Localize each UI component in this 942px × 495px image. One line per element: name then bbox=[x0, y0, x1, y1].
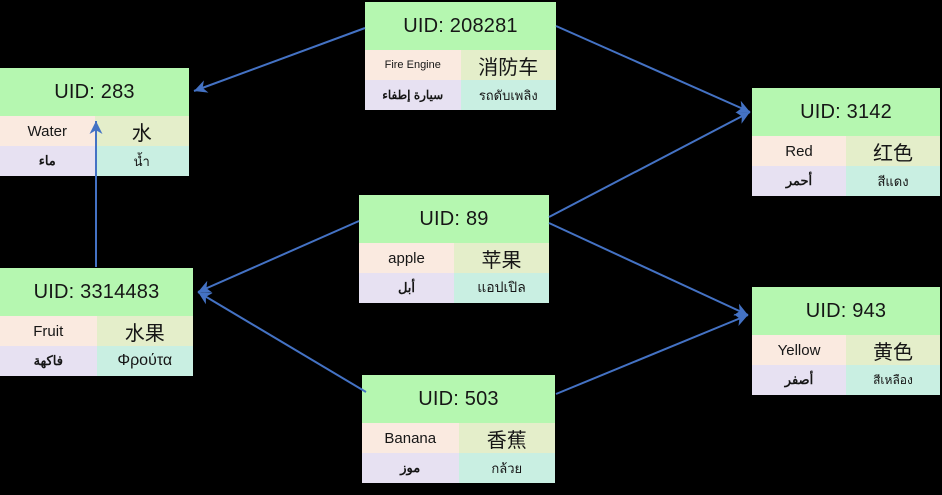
label-arabic: أبل bbox=[359, 273, 454, 303]
label-chinese: 水果 bbox=[96, 316, 193, 346]
uid-header: UID: 503 bbox=[362, 375, 555, 423]
concept-node-89: UID: 89 apple 苹果 أبل แอปเปิล bbox=[359, 195, 549, 303]
label-english: Yellow bbox=[752, 335, 846, 365]
edge-503-3314483 bbox=[197, 291, 367, 393]
translation-grid: Fruit 水果 فاكهة Φρούτα bbox=[0, 316, 193, 376]
label-english: apple bbox=[359, 243, 454, 273]
label-thai: กล้วย bbox=[458, 453, 555, 483]
concept-node-283: UID: 283 Water 水 ماء น้ำ bbox=[0, 68, 189, 176]
translation-grid: Water 水 ماء น้ำ bbox=[0, 116, 189, 176]
translation-grid: Yellow 黄色 أصفر สีเหลือง bbox=[752, 335, 940, 395]
label-thai: สีแดง bbox=[846, 166, 940, 196]
label-arabic: أحمر bbox=[752, 166, 846, 196]
concept-node-503: UID: 503 Banana 香蕉 موز กล้วย bbox=[362, 375, 555, 483]
label-thai: รถดับเพลิง bbox=[460, 80, 556, 110]
label-greek: Φρούτα bbox=[96, 346, 193, 376]
edge-208281-3142 bbox=[555, 25, 751, 113]
label-arabic: ماء bbox=[0, 146, 95, 176]
concept-node-943: UID: 943 Yellow 黄色 أصفر สีเหลือง bbox=[752, 287, 940, 395]
label-arabic: أصفر bbox=[752, 365, 846, 395]
label-thai: น้ำ bbox=[94, 146, 189, 176]
label-english: Fire Engine bbox=[365, 50, 461, 80]
label-thai: สีเหลือง bbox=[846, 365, 940, 395]
label-chinese: 苹果 bbox=[454, 243, 549, 273]
label-chinese: 红色 bbox=[846, 136, 940, 166]
edge-89-3314483 bbox=[197, 220, 360, 293]
label-chinese: 香蕉 bbox=[458, 423, 555, 453]
uid-header: UID: 208281 bbox=[365, 2, 556, 50]
concept-node-3142: UID: 3142 Red 红色 أحمر สีแดง bbox=[752, 88, 940, 196]
concept-node-208281: UID: 208281 Fire Engine 消防车 سيارة إطفاء … bbox=[365, 2, 556, 110]
edge-503-943 bbox=[555, 313, 749, 395]
label-english: Fruit bbox=[0, 316, 97, 346]
label-english: Red bbox=[752, 136, 846, 166]
uid-header: UID: 3142 bbox=[752, 88, 940, 136]
label-chinese: 黄色 bbox=[846, 335, 940, 365]
label-arabic: سيارة إطفاء bbox=[365, 80, 461, 110]
concept-node-3314483: UID: 3314483 Fruit 水果 فاكهة Φρούτα bbox=[0, 268, 193, 376]
edge-89-3142 bbox=[548, 111, 751, 218]
uid-header: UID: 283 bbox=[0, 68, 189, 116]
label-chinese: 水 bbox=[94, 116, 189, 146]
translation-grid: Banana 香蕉 موز กล้วย bbox=[362, 423, 555, 483]
translation-grid: Red 红色 أحمر สีแดง bbox=[752, 136, 940, 196]
label-arabic: موز bbox=[362, 453, 459, 483]
uid-header: UID: 3314483 bbox=[0, 268, 193, 316]
edge-208281-283 bbox=[193, 27, 366, 93]
translation-grid: Fire Engine 消防车 سيارة إطفاء รถดับเพลิง bbox=[365, 50, 556, 110]
label-english: Water bbox=[0, 116, 95, 146]
uid-header: UID: 89 bbox=[359, 195, 549, 243]
label-chinese: 消防车 bbox=[460, 50, 556, 80]
label-thai: แอปเปิล bbox=[454, 273, 549, 303]
uid-header: UID: 943 bbox=[752, 287, 940, 335]
label-english: Banana bbox=[362, 423, 459, 453]
translation-grid: apple 苹果 أبل แอปเปิล bbox=[359, 243, 549, 303]
edge-89-943 bbox=[548, 222, 749, 316]
label-arabic: فاكهة bbox=[0, 346, 97, 376]
